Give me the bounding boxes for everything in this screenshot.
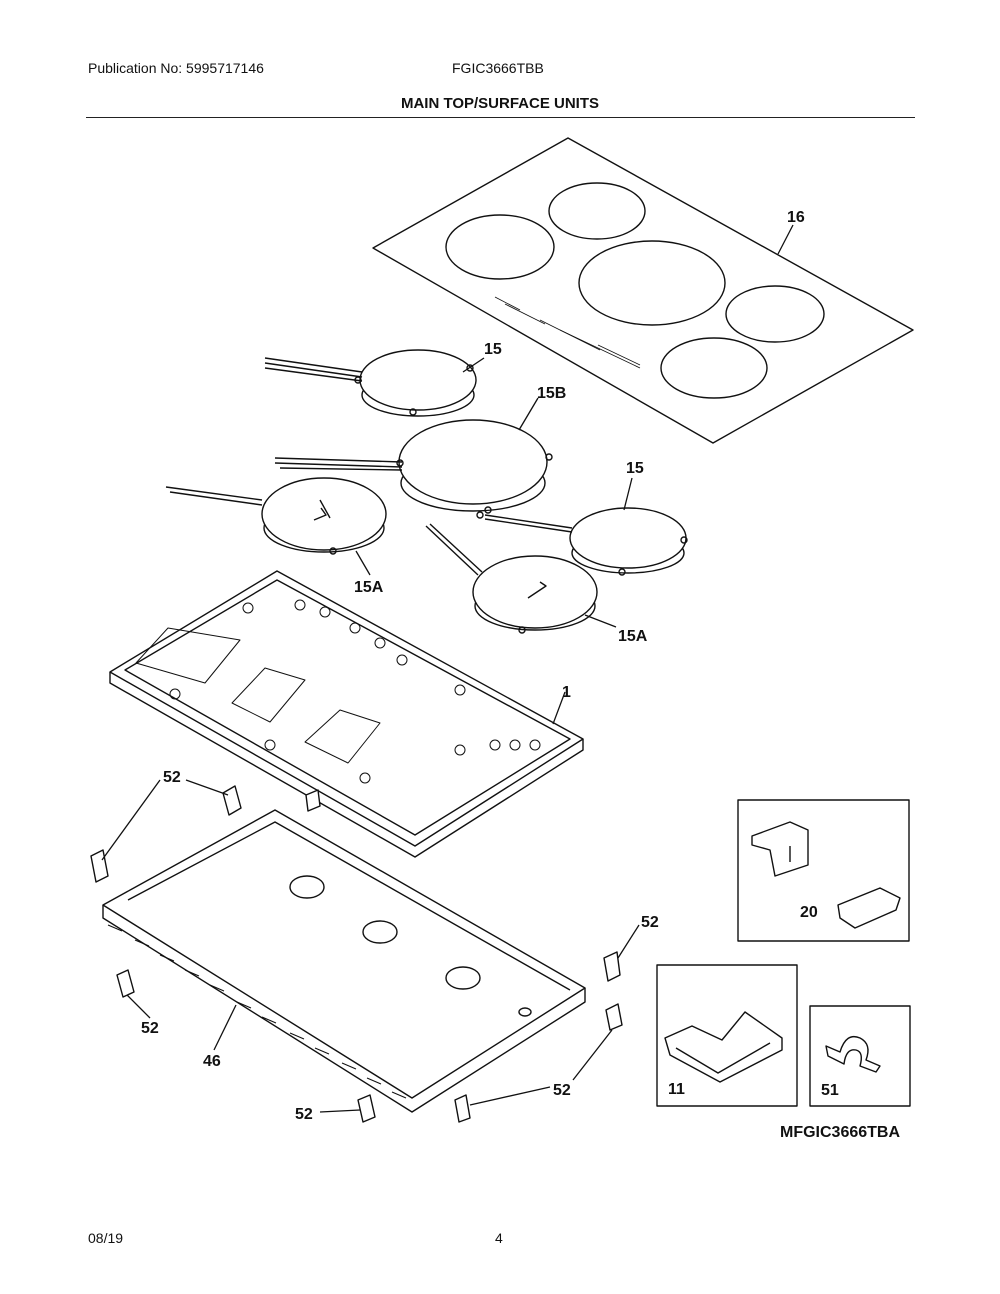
callout-15-right: 15 (626, 460, 644, 477)
callout-labels: 16 15 15B 15 15A 15A 1 52 52 52 46 52 52… (141, 209, 839, 1123)
main-top-frame-part-1 (109, 570, 584, 858)
callout-52-left: 52 (141, 1020, 159, 1037)
callout-11: 11 (668, 1081, 685, 1098)
callout-20: 20 (800, 904, 818, 921)
clip-part-52-f (605, 1003, 623, 1031)
callout-15B: 15B (537, 385, 566, 402)
callout-52-bottom-right: 52 (553, 1082, 571, 1099)
page-number: 4 (495, 1230, 503, 1246)
clip-part-52-d (116, 969, 135, 998)
radiant-element-part-15A-left (165, 477, 387, 555)
radiant-element-part-15A-right (425, 523, 598, 634)
callout-52-right: 52 (641, 914, 659, 931)
page-title: MAIN TOP/SURFACE UNITS (400, 95, 600, 112)
callout-1: 1 (562, 684, 571, 701)
leader-lines (101, 224, 840, 1113)
callout-52-top: 52 (163, 769, 181, 786)
inset-box-bracket-20 (737, 799, 910, 942)
clip-part-52-h (454, 1094, 471, 1123)
callout-51: 51 (821, 1082, 839, 1099)
clip-part-52-b (222, 785, 242, 816)
callout-52-bottom: 52 (295, 1106, 313, 1123)
diagram-code: MFGIC3666TBA (780, 1124, 901, 1141)
footer-date: 08/19 (88, 1230, 124, 1246)
clip-part-52-e (603, 951, 621, 982)
clamp-part-51 (825, 1035, 881, 1073)
clip-part-52-g (357, 1094, 376, 1123)
callout-15A-left: 15A (354, 579, 384, 596)
publication-number: Publication No: 5995717146 (88, 60, 264, 76)
inset-box-clamp-51 (809, 1005, 911, 1107)
header-rule (86, 117, 915, 118)
bracket-part-20 (751, 821, 901, 929)
radiant-element-part-15-right (476, 507, 688, 576)
callout-15-top: 15 (484, 341, 502, 358)
callout-15A-right: 15A (618, 628, 648, 645)
model-number: FGIC3666TBB (452, 60, 544, 76)
burner-box-part-46 (102, 809, 586, 1113)
radiant-element-part-15-left (264, 349, 477, 417)
glass-cooktop-part-16 (372, 137, 914, 444)
callout-16: 16 (787, 209, 805, 226)
clip-part-52-c (305, 789, 321, 812)
callout-46: 46 (203, 1053, 221, 1070)
radiant-element-part-15B (274, 419, 553, 514)
bracket-part-11 (664, 1011, 783, 1083)
